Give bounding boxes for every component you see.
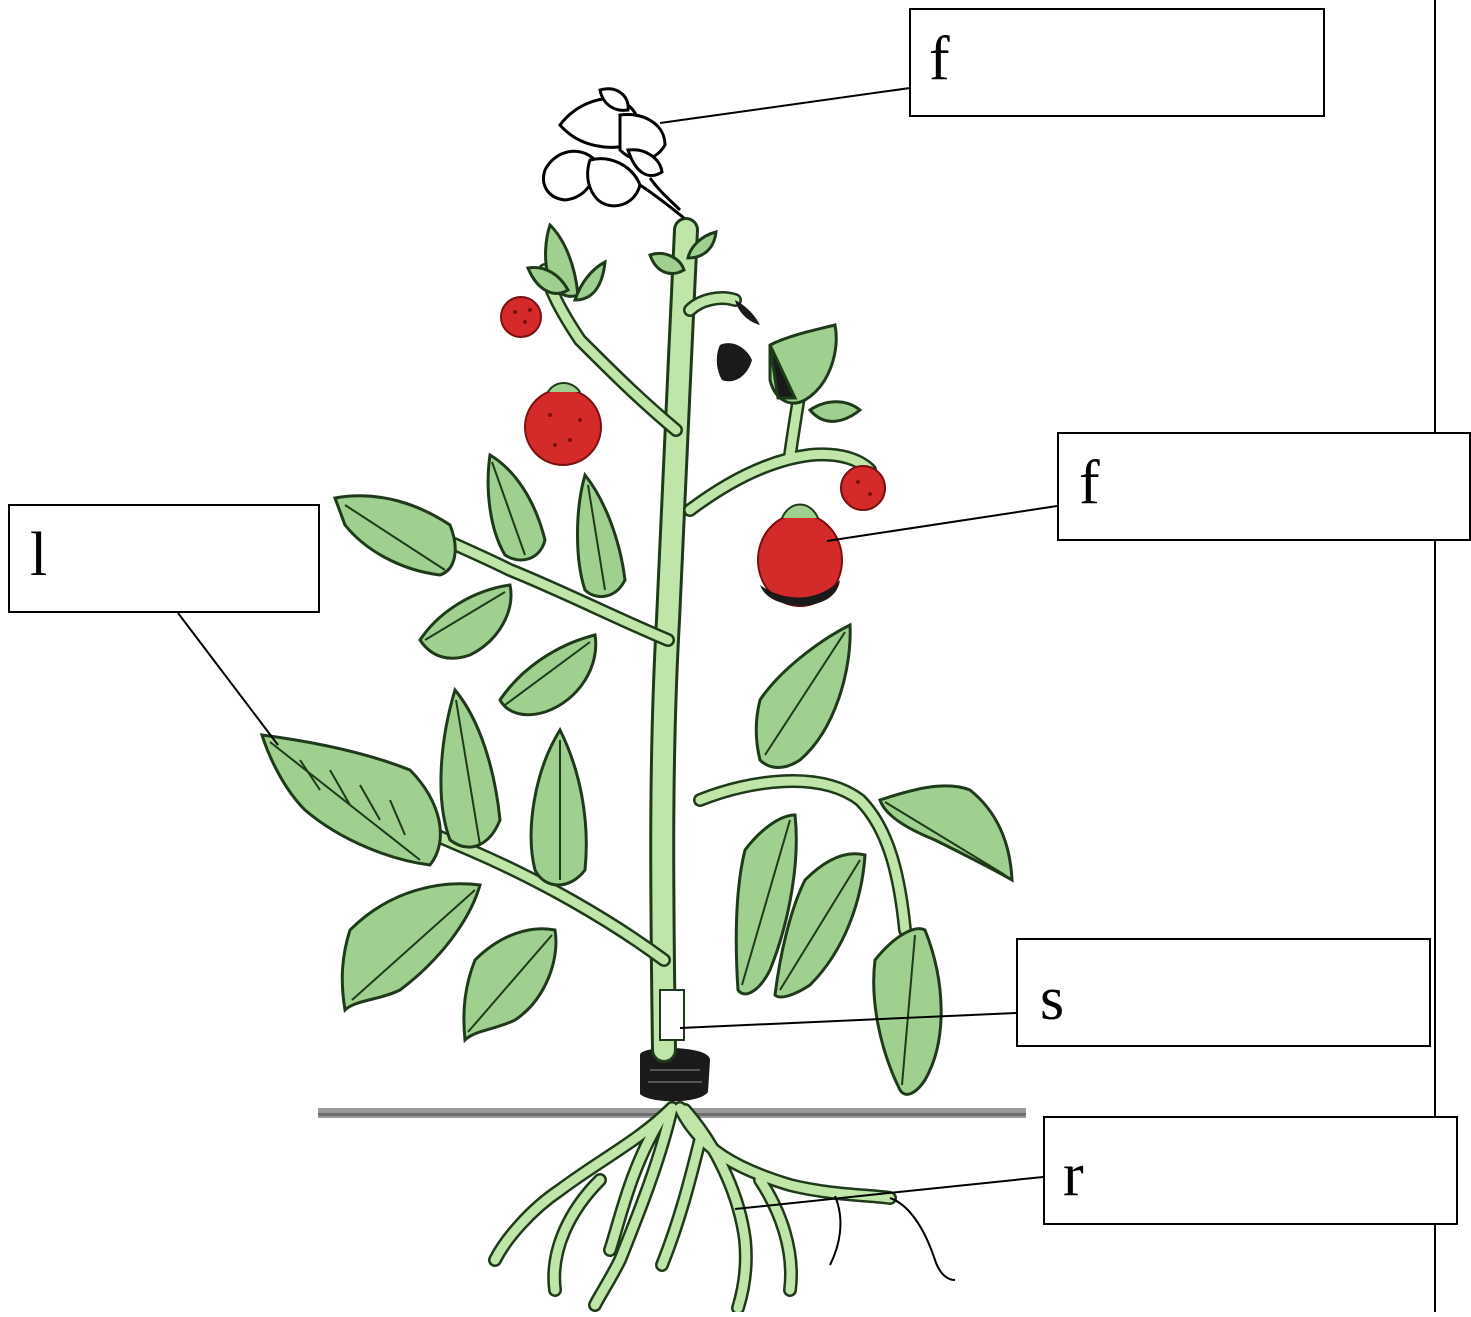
stem-label-text: s — [1040, 965, 1064, 1033]
root-label-box[interactable]: r — [1043, 1116, 1458, 1225]
wilted-bud — [717, 300, 760, 381]
fruit-leader-line — [827, 506, 1057, 541]
leaves — [262, 225, 1012, 1094]
fruit-label-box[interactable]: f — [1057, 432, 1471, 541]
flower — [544, 89, 684, 218]
leaf-label-text: l — [30, 521, 47, 589]
fruit-label-text: f — [1079, 449, 1100, 517]
root-label-text: r — [1063, 1141, 1084, 1209]
flower-label-box[interactable]: f — [909, 8, 1325, 117]
flower-leader-line — [660, 88, 910, 123]
stem-leader-line — [680, 1013, 1016, 1028]
leaf-label-box[interactable]: l — [8, 504, 320, 613]
stem-label-box[interactable]: s — [1016, 938, 1431, 1047]
leaf-leader-line — [178, 613, 278, 745]
flower-label-text: f — [929, 25, 950, 93]
